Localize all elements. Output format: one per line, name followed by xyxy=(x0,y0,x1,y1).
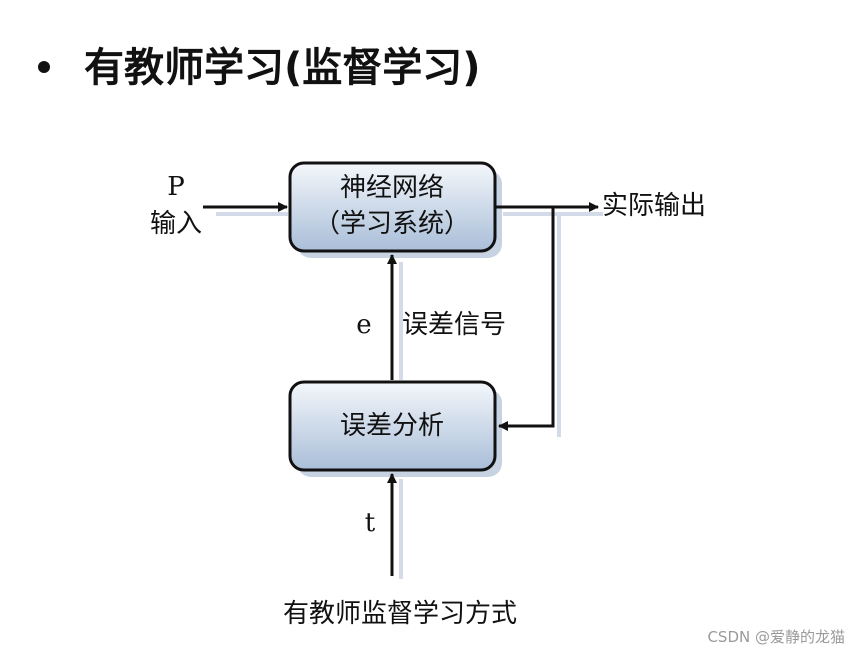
neural-network-box: 神经网络 （学习系统） xyxy=(288,161,497,253)
error-analysis-box: 误差分析 xyxy=(288,380,497,472)
neural-network-label: 神经网络 xyxy=(340,173,444,203)
target-symbol: t xyxy=(365,508,376,538)
learning-system-label: （学习系统） xyxy=(314,209,470,239)
bullet-point xyxy=(38,61,50,73)
diagram-caption: 有教师监督学习方式 xyxy=(283,599,517,629)
watermark: CSDN @爱静的龙猫 xyxy=(707,628,845,646)
slide-title: 有教师学习(监督学习) xyxy=(84,45,481,91)
error-analysis-label: 误差分析 xyxy=(340,411,444,441)
error-symbol: e xyxy=(356,310,371,340)
actual-output-label: 实际输出 xyxy=(602,191,706,221)
input-symbol: P xyxy=(167,172,185,202)
feedback-arrow xyxy=(498,207,555,431)
error-signal-label: 误差信号 xyxy=(402,310,506,340)
input-label: 输入 xyxy=(150,209,202,239)
